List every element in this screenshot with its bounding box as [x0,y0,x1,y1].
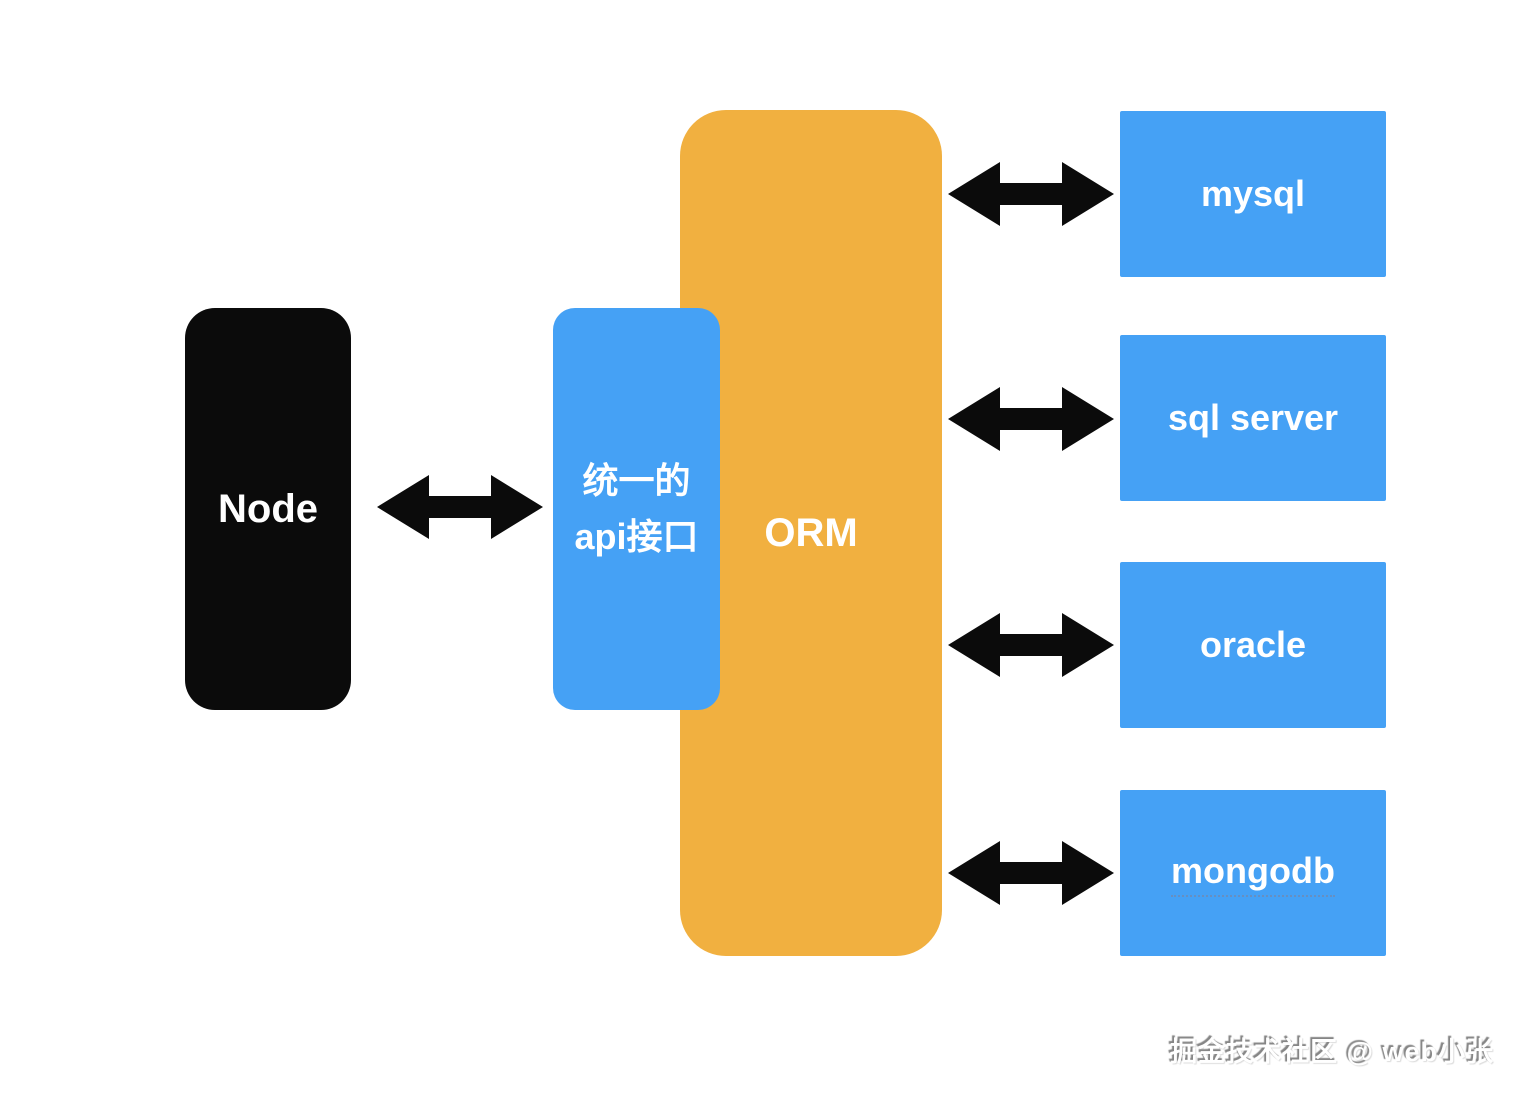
db-box-mongodb: mongodb [1120,790,1386,956]
db-box-oracle: oracle [1120,562,1386,728]
db-label-mongodb: mongodb [1171,850,1335,897]
db-label-oracle: oracle [1199,624,1307,665]
node-box: Node [185,308,351,710]
db-label-sqlserver: sql server [1167,397,1339,438]
node-label: Node [218,486,318,531]
orm-label: ORM [764,510,858,555]
db-box-sqlserver: sql server [1120,335,1386,501]
db-box-mysql: mysql [1120,111,1386,277]
orm-mysql-double-arrow-icon [948,162,1114,226]
node-api-double-arrow-icon [377,475,543,539]
orm-oracle-double-arrow-icon [948,613,1114,677]
orm-mongodb-double-arrow-icon [948,841,1114,905]
orm-sqlserver-double-arrow-icon [948,387,1114,451]
db-label-mysql: mysql [1200,173,1306,214]
watermark: 掘金技术社区 @ web小张 [1170,1037,1494,1067]
api-box: 统一的 api接口 [553,308,720,710]
orm-box: ORM [680,110,942,956]
api-label-line1: 统一的 [582,460,691,502]
api-label-line2: api接口 [574,516,699,557]
